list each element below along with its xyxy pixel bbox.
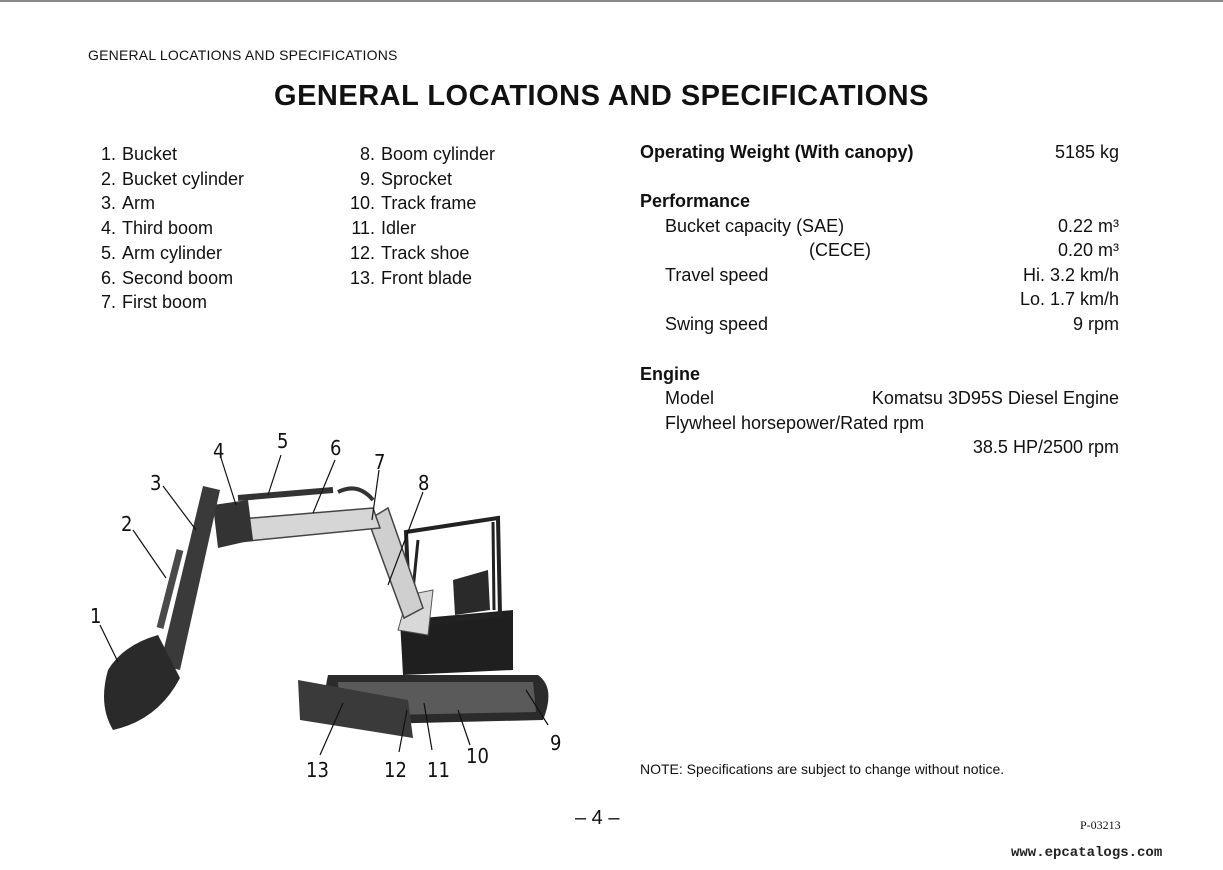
leader-line-10 (457, 709, 471, 746)
callout-1: 1 (90, 604, 101, 628)
flywheel-value: 38.5 HP/2500 rpm (972, 437, 1119, 457)
list-item: 4.Third boom (100, 218, 214, 239)
first-boom-shape (367, 506, 424, 620)
parts-list-column-1: 1.Bucket 2.Bucket cylinder 3.Arm 4.Third… (98, 142, 244, 315)
parts-list-column-2: 8.Boom cylinder 9.Sprocket 10.Track fram… (343, 142, 495, 290)
callout-3: 3 (150, 471, 161, 495)
bucket-capacity-sae-value: 0.22 m³ (1057, 216, 1119, 236)
swing-speed-label: Swing speed (665, 314, 769, 334)
leader-line-2 (132, 529, 167, 579)
leader-line-7 (371, 469, 380, 521)
list-item: 7.First boom (100, 292, 208, 313)
leader-line-13 (319, 702, 344, 756)
callout-13: 13 (306, 758, 329, 782)
list-item: 8.Boom cylinder (359, 144, 496, 164)
page-title: GENERAL LOCATIONS AND SPECIFICATIONS (274, 80, 929, 112)
excavator-illustration (104, 486, 549, 738)
bucket-shape (104, 635, 180, 730)
travel-speed-lo-value: Lo. 1.7 km/h (1019, 289, 1119, 309)
callout-labels: 1 2 3 4 5 6 7 8 9 10 11 12 13 (90, 429, 561, 782)
list-item: 2.Bucket cylinder (100, 168, 245, 189)
callout-8: 8 (418, 471, 429, 495)
leader-line-3 (162, 485, 197, 531)
callout-9: 9 (550, 731, 561, 755)
list-item: 9.Sprocket (359, 168, 453, 189)
watermark-url: www.epcatalogs.com (1011, 845, 1163, 861)
performance-heading: Performance (640, 191, 751, 211)
leader-line-11 (423, 702, 433, 751)
callout-5: 5 (277, 429, 288, 453)
top-rule (0, 0, 1223, 2)
callout-4: 4 (213, 439, 224, 463)
operating-weight-row: Operating Weight (With canopy) 5185 kg (640, 142, 1119, 166)
leader-line-5 (267, 454, 282, 496)
leader-line-9 (525, 689, 549, 726)
cece-label: (CECE) (809, 240, 871, 260)
engine-heading-row: Engine (640, 364, 1119, 388)
arm-cylinder-shape (237, 487, 334, 501)
operating-weight-value: 5185 kg (1054, 142, 1119, 162)
engine-heading: Engine (640, 364, 701, 384)
engine-model-row: Model Komatsu 3D95S Diesel Engine (640, 388, 1119, 412)
performance-heading-row: Performance (640, 191, 1119, 215)
bucket-capacity-cece-row: (CECE) 0.20 m³ (640, 240, 1119, 264)
operating-weight-label: Operating Weight (With canopy) (640, 142, 914, 162)
callout-2: 2 (121, 512, 132, 536)
seat-shape (453, 570, 490, 615)
front-blade-shape (298, 680, 413, 738)
list-item: 13.Front blade (349, 267, 473, 288)
model-label: Model (665, 388, 715, 408)
running-header: GENERAL LOCATIONS AND SPECIFICATIONS (88, 47, 398, 63)
leader-line-1 (99, 624, 119, 663)
bucket-cylinder-shape (156, 549, 184, 629)
leader-line-6 (312, 459, 336, 514)
callout-10: 10 (466, 744, 489, 768)
arm-shape (160, 486, 220, 670)
leader-line-12 (398, 709, 408, 753)
travel-speed-hi-value: Hi. 3.2 km/h (1022, 265, 1119, 285)
swing-speed-value: 9 rpm (1072, 314, 1119, 334)
callout-11: 11 (427, 758, 450, 782)
travel-speed-label: Travel speed (665, 265, 769, 285)
leader-line-4 (220, 457, 237, 506)
hoses-shape (337, 486, 375, 502)
list-item: 6.Second boom (100, 267, 234, 288)
swing-speed-row: Swing speed 9 rpm (640, 314, 1119, 338)
third-boom-shape (213, 500, 253, 548)
list-item: 3.Arm (100, 193, 155, 214)
page-number: – 4 – (575, 807, 620, 829)
leader-lines (99, 454, 549, 756)
travel-speed-row: Travel speed Hi. 3.2 km/h (640, 265, 1119, 289)
callout-12: 12 (384, 758, 407, 782)
flywheel-value-row: 38.5 HP/2500 rpm (640, 437, 1119, 461)
travel-speed-lo-row: Lo. 1.7 km/h (640, 289, 1119, 313)
callout-6: 6 (330, 436, 341, 460)
bucket-capacity-cece-value: 0.20 m³ (1057, 240, 1119, 260)
callout-7: 7 (374, 450, 385, 474)
excavator-figure: 1 2 3 4 5 6 7 8 9 10 11 12 13 (90, 429, 561, 782)
list-item: 11.Idler (351, 218, 417, 239)
list-item: 5.Arm cylinder (100, 242, 223, 263)
list-item: 1.Bucket (100, 144, 178, 164)
model-value: Komatsu 3D95S Diesel Engine (871, 388, 1119, 408)
document-code: P-03213 (1080, 818, 1121, 832)
bucket-capacity-sae-row: Bucket capacity (SAE) 0.22 m³ (640, 216, 1119, 240)
list-item: 10.Track frame (349, 193, 477, 214)
leader-line-8 (387, 491, 424, 586)
flywheel-label: Flywheel horsepower/Rated rpm (665, 413, 925, 433)
bucket-capacity-label: Bucket capacity (SAE) (665, 216, 845, 236)
flywheel-row: Flywheel horsepower/Rated rpm (640, 413, 1119, 437)
note-text: NOTE: Specifications are subject to chan… (640, 761, 1005, 777)
list-item: 12.Track shoe (349, 242, 470, 263)
